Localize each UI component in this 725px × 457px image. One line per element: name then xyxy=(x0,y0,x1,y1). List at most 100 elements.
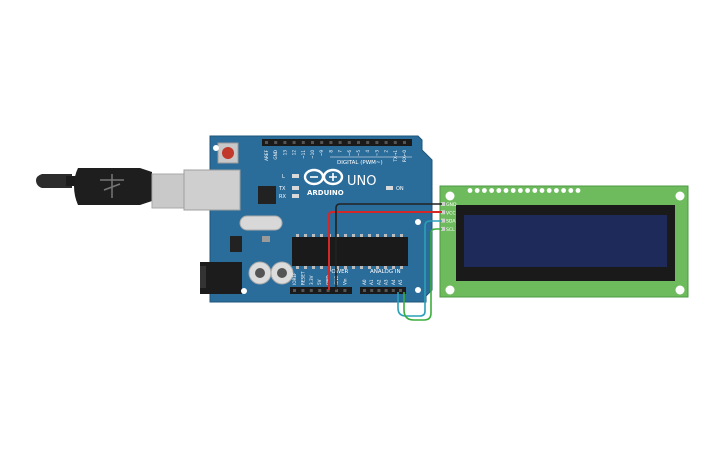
led-tx-label: TX xyxy=(278,186,286,192)
usb-plug-metal xyxy=(151,173,185,209)
chip-pin xyxy=(320,234,323,237)
header-hole xyxy=(301,289,305,292)
usb-port xyxy=(183,169,241,211)
pin-label: ~10 xyxy=(310,150,315,159)
lcd-header-pin xyxy=(554,188,559,193)
lcd-pin-label: VCC xyxy=(446,210,456,216)
capacitor-2-top xyxy=(277,268,287,278)
usb-symbol-icon xyxy=(100,174,124,198)
header-hole xyxy=(301,141,305,144)
lcd-mounting-hole xyxy=(675,191,685,201)
chip-pin xyxy=(400,234,403,237)
pin-label: A5 xyxy=(398,279,403,285)
usb-cable[interactable] xyxy=(36,168,185,209)
analog-header[interactable] xyxy=(360,287,406,294)
header-hole xyxy=(309,289,313,292)
board-brand: ARDUINO xyxy=(307,189,344,197)
chip-pin xyxy=(344,234,347,237)
header-hole xyxy=(377,289,381,292)
chip-pin xyxy=(392,234,395,237)
header-hole xyxy=(335,289,338,292)
lcd-i2c-pin[interactable] xyxy=(441,226,445,231)
header-hole xyxy=(326,289,330,292)
board-model: UNO xyxy=(347,174,376,189)
lcd-mounting-hole xyxy=(445,285,455,295)
chip-pin xyxy=(352,234,355,237)
lcd-mounting-hole xyxy=(675,285,685,295)
led-rx xyxy=(292,194,299,198)
analog-header-holes xyxy=(363,289,402,292)
wire-vcc[interactable] xyxy=(328,211,442,290)
lcd-header-pin xyxy=(561,188,566,193)
power-jack-lip xyxy=(200,266,206,288)
led-rx-label: RX xyxy=(279,194,286,200)
led-on-label: ON xyxy=(396,186,404,192)
digital-label: DIGITAL (PWM~) xyxy=(337,160,383,166)
pin-label: RX←0 xyxy=(402,150,407,162)
pin-label: A3 xyxy=(384,279,389,285)
lcd-header-pin xyxy=(575,188,581,193)
pin-label: ~3 xyxy=(374,150,379,157)
lcd-header-pin xyxy=(568,188,574,193)
lcd-i2c-pin[interactable] xyxy=(441,218,445,223)
lcd-header-pin xyxy=(482,188,487,193)
led-on xyxy=(386,186,393,190)
chip-pin xyxy=(360,234,363,237)
header-hole xyxy=(357,141,360,144)
usb-chip xyxy=(258,186,276,204)
chip-pin xyxy=(392,266,395,269)
chip-pin xyxy=(344,266,347,269)
header-hole xyxy=(320,141,324,144)
wire-gnd[interactable] xyxy=(335,203,442,290)
header-hole xyxy=(292,141,296,144)
lcd-header-pin xyxy=(496,188,502,193)
lcd-header-pin xyxy=(539,188,545,193)
lcd-header-pin xyxy=(518,188,523,193)
mounting-hole xyxy=(241,288,247,294)
header-hole xyxy=(329,141,333,144)
header-hole xyxy=(343,289,347,292)
lcd-mounting-hole xyxy=(445,191,455,201)
lcd-header-pin xyxy=(474,188,480,193)
lcd-i2c-pin[interactable] xyxy=(441,202,445,206)
pin-label: 2 xyxy=(384,150,389,153)
pin-label: 12 xyxy=(292,150,297,156)
wire-scl[interactable] xyxy=(403,228,442,321)
lcd-screen xyxy=(464,215,667,267)
usb-cable-end xyxy=(36,174,72,188)
header-hole xyxy=(274,141,278,144)
header-hole xyxy=(403,141,406,144)
digital-header[interactable] xyxy=(262,139,412,146)
lcd-i2c-pin[interactable] xyxy=(441,210,445,215)
smd-component xyxy=(262,236,270,242)
lcd-pin-label: GND xyxy=(446,202,457,208)
chip-pin xyxy=(400,266,403,269)
chip-pin xyxy=(296,234,299,237)
crystal-oscillator xyxy=(239,215,283,231)
lcd-header-pin xyxy=(503,188,509,193)
reset-button-cap[interactable] xyxy=(222,147,234,159)
pin-label: A1 xyxy=(369,279,374,285)
pin-label: 7 xyxy=(338,150,343,153)
digital-header-holes xyxy=(265,141,406,144)
header-hole xyxy=(338,141,342,144)
atmega-chip xyxy=(292,237,408,266)
header-hole xyxy=(370,289,374,292)
header-hole xyxy=(283,141,287,144)
chip-pin xyxy=(384,234,387,237)
voltage-regulator xyxy=(230,236,242,252)
lcd-header-pin xyxy=(467,188,473,193)
pin-label: 4 xyxy=(365,150,370,153)
chip-pin xyxy=(296,266,299,269)
arduino-infinity-logo-icon xyxy=(303,168,344,186)
power-label: POWER xyxy=(328,269,349,275)
wire-sda[interactable] xyxy=(397,220,442,317)
chip-pin xyxy=(368,234,371,237)
pin-label: ~5 xyxy=(356,150,361,157)
mounting-hole xyxy=(213,145,219,151)
pin-label: A2 xyxy=(376,279,381,285)
